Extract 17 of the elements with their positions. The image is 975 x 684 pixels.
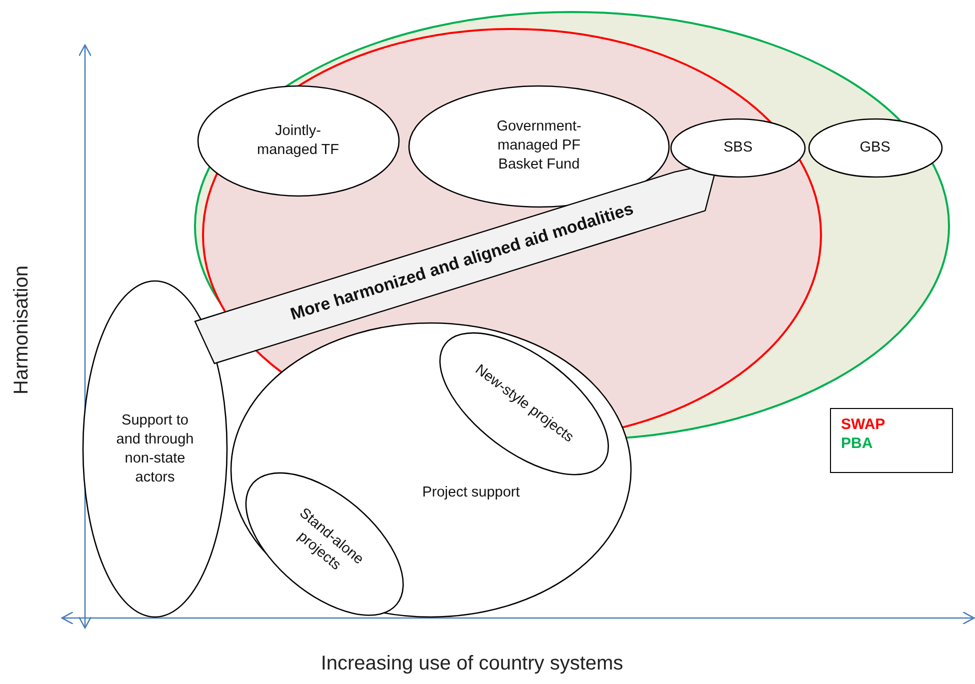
ellipse-node	[806, 117, 944, 179]
node-label: GBS	[858, 138, 892, 158]
y-axis-label: Harmonisation	[10, 266, 34, 394]
legend-entry: SWAP	[841, 416, 886, 435]
node-label: Jointly-managed TF	[256, 122, 340, 160]
x-axis-label: Increasing use of country systems	[320, 652, 624, 676]
ellipse-node	[669, 117, 807, 179]
ellipse-node	[81, 279, 229, 619]
ellipse-node	[244, 470, 406, 618]
legend-entry: PBA	[841, 434, 873, 454]
ellipse-node	[229, 321, 633, 619]
node-label: Support to and through non-state actors	[115, 411, 195, 487]
node-label: Project support	[421, 484, 521, 502]
node-label: Government-managed PF Basket Fund	[496, 118, 582, 174]
ellipse-node	[196, 84, 400, 198]
node-label: SBS	[722, 138, 754, 158]
ellipse-node	[438, 331, 610, 477]
